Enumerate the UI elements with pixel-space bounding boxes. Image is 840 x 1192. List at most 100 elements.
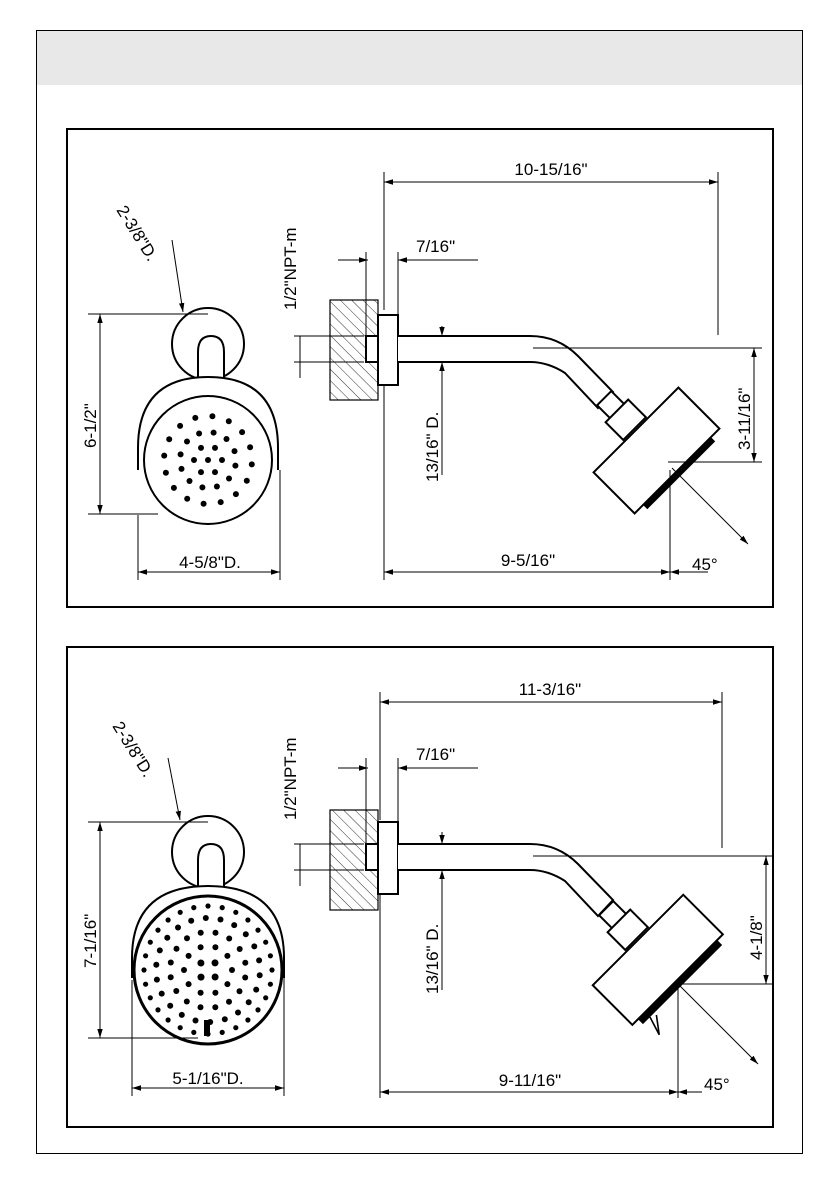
side-view	[330, 810, 741, 1043]
nozzle-dot	[167, 1003, 173, 1009]
nozzle-dot	[224, 953, 230, 959]
nozzle-dot	[212, 445, 218, 451]
nozzle-dot	[212, 469, 218, 475]
side-view	[330, 300, 724, 518]
nozzle-dot	[232, 448, 238, 454]
nozzle-dot	[245, 917, 250, 922]
thread-label: 1/2"NPT-m	[281, 227, 300, 310]
nozzle-dot	[269, 967, 274, 972]
thread-label: 1/2"NPT-m	[281, 737, 300, 820]
nozzle-dot	[224, 436, 230, 442]
nozzle-dot	[174, 946, 180, 952]
projection-label: 9-5/16"	[501, 551, 555, 570]
nozzle-dot	[242, 975, 248, 981]
nozzle-dot	[212, 959, 219, 966]
nozzle-dot	[233, 1025, 238, 1030]
nozzle-dot	[209, 413, 215, 419]
arm-stub	[198, 844, 224, 890]
nozzle-dot	[205, 457, 211, 463]
nozzle-dot	[224, 981, 230, 987]
nozzle-dot	[178, 910, 183, 915]
nozzle-dot	[198, 944, 204, 950]
nozzle-dot	[175, 925, 181, 931]
nozzle-dot	[226, 936, 232, 942]
nozzle-dot	[218, 917, 224, 923]
nozzle-dot	[143, 953, 148, 958]
drop-label: 4-1/8"	[747, 915, 766, 960]
nozzle-dot	[233, 910, 238, 915]
nozzle-dot	[263, 995, 268, 1000]
arm-stub	[198, 336, 224, 382]
height-label: 6-1/2"	[81, 403, 100, 448]
nozzle-dot	[246, 999, 252, 1005]
projection-label: 9-11/16"	[499, 1071, 561, 1090]
nozzle-dot	[268, 982, 273, 987]
shower-arm	[398, 336, 613, 408]
nozzle-dot	[161, 453, 167, 459]
nozzle-dot	[166, 1017, 171, 1022]
nozzle-dot	[166, 436, 172, 442]
nozzle-dot	[159, 991, 165, 997]
nozzle-dot	[196, 431, 202, 437]
nozzle-dot	[226, 476, 232, 482]
nozzle-dot	[220, 905, 225, 910]
nozzle-dot	[178, 1025, 183, 1030]
nozzle-dot	[226, 418, 232, 424]
nozzle-dot	[203, 915, 209, 921]
nozzle-dot	[153, 962, 159, 968]
nozzle-dot	[179, 1012, 185, 1018]
height-label: 7-1/16"	[81, 914, 100, 968]
nozzle-dot	[191, 905, 196, 910]
nozzle-dot	[205, 903, 210, 908]
nozzle-dot	[219, 457, 225, 463]
nozzle-dot	[192, 415, 198, 421]
nozzle-dot	[186, 981, 192, 987]
nozzle-dot	[157, 947, 163, 953]
nozzle-dot	[218, 499, 224, 505]
nozzle-dot	[184, 496, 190, 502]
nozzle-dot	[235, 1010, 241, 1016]
nozzle-dot	[253, 987, 259, 993]
head-diameter-label: 5-1/16"D.	[172, 1069, 243, 1088]
nozzle-dot	[198, 930, 204, 936]
nozzle-dot	[247, 444, 253, 450]
nozzle-dot	[245, 1017, 250, 1022]
nozzle-dot	[177, 423, 183, 429]
nozzle-dot	[168, 960, 174, 966]
nozzle-dot	[184, 935, 190, 941]
nozzle-dot	[148, 995, 153, 1000]
nozzle-dot	[191, 1030, 196, 1035]
nozzle-dot	[212, 944, 218, 950]
nozzle-dot	[143, 982, 148, 987]
nozzle-dot	[220, 1030, 225, 1035]
nozzle-dot	[155, 1007, 160, 1012]
nozzle-dot	[263, 940, 268, 945]
nozzle-dot	[242, 960, 248, 966]
nozzle-dot	[187, 478, 193, 484]
overall-length-label: 10-15/16"	[514, 160, 587, 179]
nozzle-dot	[198, 469, 204, 475]
nozzle-dot	[141, 967, 146, 972]
nozzle-dot	[237, 988, 243, 994]
nozzle-dot	[205, 1031, 210, 1036]
nozzle-dot	[184, 439, 190, 445]
nozzle-dot	[212, 974, 219, 981]
nozzle-dot	[268, 953, 273, 958]
nozzle-dot	[255, 1007, 260, 1012]
flange-diameter-label: 2-3/8"D.	[113, 202, 162, 264]
nozzle-dot	[201, 501, 207, 507]
head-diameter-label: 4-5/8"D.	[179, 553, 241, 572]
nozzle-dot	[251, 943, 257, 949]
nozzle-dot	[178, 451, 184, 457]
nozzle-dot	[256, 957, 262, 963]
nozzle-dot	[229, 967, 235, 973]
nozzle-dot	[166, 917, 171, 922]
nozzle-dot	[233, 491, 239, 497]
diagram-1: 10-15/16" 7/16" 1/2"NPT-m 2-3/8"D. 6-1/2…	[68, 130, 774, 608]
pipe-diameter-label: 13/16" D.	[423, 412, 442, 482]
nozzle-dot	[212, 1004, 218, 1010]
flange-diameter-label: 2-3/8"D.	[109, 718, 158, 780]
offset-label: 7/16"	[416, 237, 455, 256]
header-band	[37, 31, 802, 85]
nozzle-dot	[231, 922, 237, 928]
